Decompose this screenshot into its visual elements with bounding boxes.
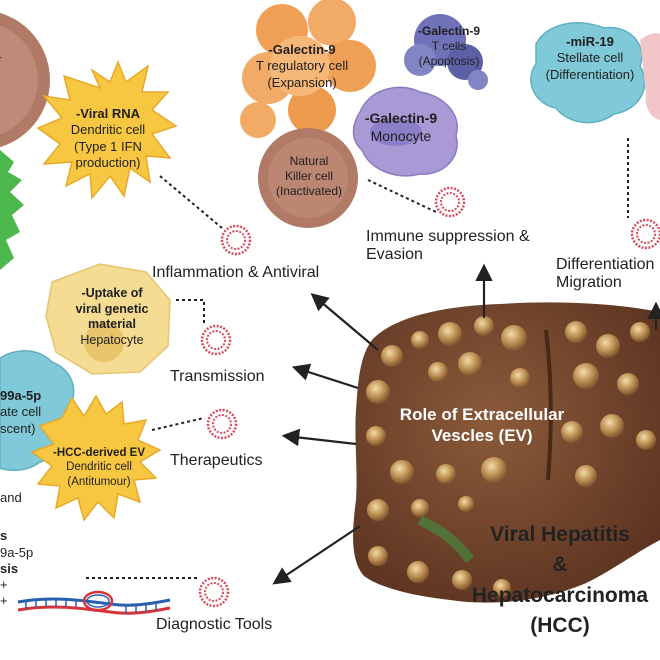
center-title: Role of Extracellular Vescles (EV) [399, 405, 565, 446]
role-diagnostic-label: Diagnostic Tools [156, 616, 273, 633]
dna-strand-icon [17, 590, 171, 615]
role-transmission-label: Transmission [170, 368, 265, 385]
t-regulatory-cells [240, 0, 376, 138]
ev-vesicle-immune [434, 186, 466, 218]
dendritic-antitumour-label: -HCC-derived EV Dendritic cell (Antitumo… [52, 447, 146, 488]
nk-cell [258, 128, 358, 228]
ev-vesicle-differentiation [630, 218, 660, 250]
hepatocyte-cell [45, 263, 171, 375]
stellate-quiescent-label: 99a-5p ate cell scent) [0, 388, 42, 436]
t-cells-apoptosis [404, 14, 488, 90]
arrows [272, 263, 660, 585]
role-inflammation-label: Inflammation & Antiviral [152, 264, 320, 281]
stellate-cell-differentiation [530, 22, 660, 124]
ev-vesicle-transmission [200, 324, 232, 356]
role-immune-label: Immune suppression & Evasion [366, 228, 530, 263]
t-cells-label: -Galectin-9 T cells (Apoptosis) [417, 24, 480, 68]
left-edge-partial-text: and s 9a-5p sis + + [0, 490, 34, 609]
monocyte-cell [352, 86, 458, 177]
t-regulatory-label: -Galectin-9 T regulatory cell (Expansion… [255, 42, 349, 90]
monocyte-label: -Galectin-9 Monocyte [364, 110, 438, 144]
ev-vesicle-diagnostic [198, 576, 230, 608]
nk-cell-label: Natural Killer cell (Inactivated) [275, 154, 343, 198]
dendritic-cell-ifn [36, 59, 178, 200]
hepatocyte-label: -Uptake of viral genetic material Hepato… [75, 286, 149, 347]
partial-cell-label: er ) [0, 52, 2, 125]
role-differentiation-label: Differentiation Migration [556, 256, 655, 291]
disease-title: Viral Hepatitis & Hepatocarcinoma (HCC) [471, 523, 649, 638]
green-cell-partial [0, 150, 24, 270]
dendritic-ifn-label: -Viral RNA Dendritic cell (Type 1 IFN pr… [70, 106, 146, 170]
stellate-diff-label: -miR-19 Stellate cell (Differentiation) [545, 34, 635, 82]
dotted-connectors [86, 138, 629, 579]
partial-cell-top-left [0, 12, 50, 148]
role-therapeutics-label: Therapeutics [170, 452, 263, 469]
liver-nodules [366, 316, 656, 597]
ev-vesicle-therapeutics [206, 408, 238, 440]
ev-vesicle-inflammation [220, 224, 252, 256]
dendritic-cell-antitumour [30, 394, 162, 522]
